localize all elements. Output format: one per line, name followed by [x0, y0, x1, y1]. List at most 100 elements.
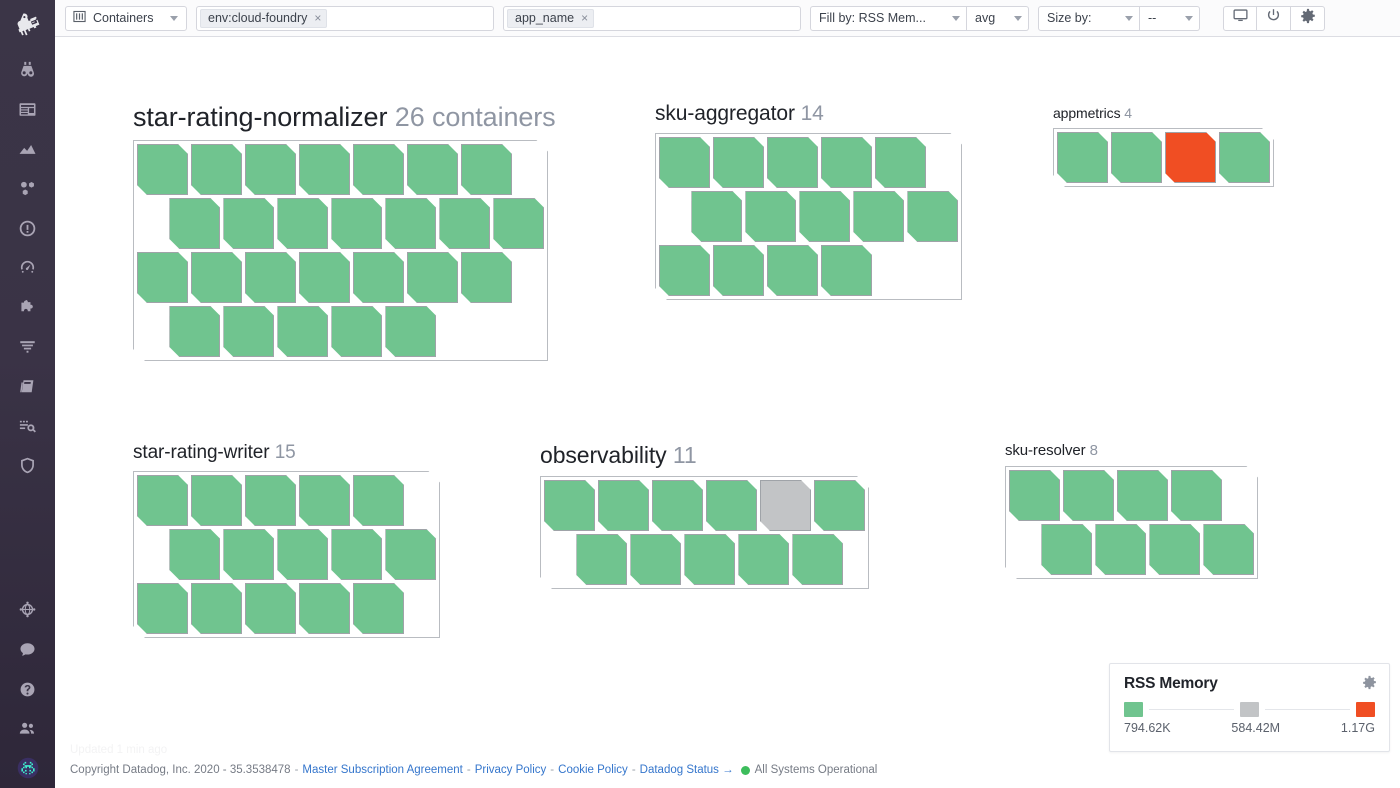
container-tile[interactable]: [907, 191, 958, 242]
chevron-down-icon[interactable]: [170, 15, 178, 21]
container-tile[interactable]: [1009, 470, 1060, 521]
container-tile[interactable]: [713, 137, 764, 188]
container-tile[interactable]: [439, 198, 490, 249]
container-tile[interactable]: [299, 475, 350, 526]
container-tile[interactable]: [1149, 524, 1200, 575]
chevron-down-icon[interactable]: [952, 15, 960, 21]
container-tile[interactable]: [137, 475, 188, 526]
container-tile[interactable]: [299, 252, 350, 303]
container-tile[interactable]: [1219, 132, 1270, 183]
container-tile[interactable]: [493, 198, 544, 249]
container-tile[interactable]: [792, 534, 843, 585]
container-tile[interactable]: [385, 529, 436, 580]
container-tile[interactable]: [245, 144, 296, 195]
container-tile[interactable]: [799, 191, 850, 242]
sidebar-item-support-chat[interactable]: [0, 630, 55, 670]
sidebar-item-security[interactable]: [0, 446, 55, 486]
link-privacy-policy[interactable]: Privacy Policy: [474, 764, 547, 776]
link-cookie-policy[interactable]: Cookie Policy: [558, 764, 628, 776]
container-tile[interactable]: [353, 144, 404, 195]
container-tile[interactable]: [385, 306, 436, 357]
fill-by-selector[interactable]: Fill by: RSS Mem...: [810, 5, 967, 31]
container-tile[interactable]: [706, 480, 757, 531]
container-tile[interactable]: [223, 198, 274, 249]
container-tile[interactable]: [277, 198, 328, 249]
container-tile[interactable]: [1203, 524, 1254, 575]
container-tile[interactable]: [223, 306, 274, 357]
close-icon[interactable]: ×: [314, 11, 322, 25]
link-master-subscription-agreement[interactable]: Master Subscription Agreement: [302, 764, 463, 776]
container-tile[interactable]: [598, 480, 649, 531]
container-tile[interactable]: [169, 529, 220, 580]
container-tile[interactable]: [684, 534, 735, 585]
container-tile[interactable]: [1171, 470, 1222, 521]
close-icon[interactable]: ×: [581, 11, 589, 25]
container-tile[interactable]: [299, 583, 350, 634]
container-tile[interactable]: [331, 306, 382, 357]
container-tile[interactable]: [353, 583, 404, 634]
container-tile[interactable]: [191, 144, 242, 195]
container-tile[interactable]: [576, 534, 627, 585]
container-tile[interactable]: [659, 137, 710, 188]
container-tile[interactable]: [1111, 132, 1162, 183]
fullscreen-button[interactable]: [1223, 5, 1257, 31]
size-by-value-selector[interactable]: --: [1140, 5, 1200, 31]
container-tile[interactable]: [814, 480, 865, 531]
sidebar-item-metrics[interactable]: [0, 129, 55, 169]
chevron-down-icon[interactable]: [1185, 15, 1193, 21]
container-tile[interactable]: [691, 191, 742, 242]
container-tile[interactable]: [223, 529, 274, 580]
container-tile[interactable]: [461, 252, 512, 303]
container-tile[interactable]: [169, 306, 220, 357]
datadog-dog-logo[interactable]: [0, 0, 55, 50]
scope-selector[interactable]: Containers: [65, 5, 187, 31]
container-tile[interactable]: [745, 191, 796, 242]
container-tile[interactable]: [713, 245, 764, 296]
container-tile[interactable]: [385, 198, 436, 249]
sidebar-item-apm[interactable]: [0, 248, 55, 288]
container-tile[interactable]: [353, 252, 404, 303]
chevron-down-icon[interactable]: [1125, 15, 1133, 21]
container-tile[interactable]: [630, 534, 681, 585]
container-tile[interactable]: [407, 252, 458, 303]
sidebar-item-easter-egg[interactable]: [0, 748, 55, 788]
sidebar-item-notebooks[interactable]: [0, 367, 55, 407]
container-tile[interactable]: [245, 252, 296, 303]
container-tile[interactable]: [137, 252, 188, 303]
tag-pill-app[interactable]: app_name ×: [507, 8, 595, 28]
container-tile[interactable]: [245, 583, 296, 634]
sidebar-item-help[interactable]: [0, 669, 55, 709]
legend-gear-icon[interactable]: [1362, 675, 1377, 695]
container-tile[interactable]: [277, 306, 328, 357]
container-tile[interactable]: [191, 252, 242, 303]
container-tile[interactable]: [760, 480, 811, 531]
container-tile[interactable]: [652, 480, 703, 531]
container-tile[interactable]: [767, 245, 818, 296]
sidebar-item-team[interactable]: [0, 709, 55, 749]
env-filter-field[interactable]: env:cloud-foundry ×: [196, 5, 494, 31]
container-tile[interactable]: [767, 137, 818, 188]
container-tile[interactable]: [821, 137, 872, 188]
aggregation-selector[interactable]: avg: [967, 5, 1029, 31]
container-tile[interactable]: [1041, 524, 1092, 575]
container-tile[interactable]: [245, 475, 296, 526]
sidebar-item-infrastructure[interactable]: [0, 169, 55, 209]
container-tile[interactable]: [331, 198, 382, 249]
container-tile[interactable]: [659, 245, 710, 296]
app-name-filter-field[interactable]: app_name ×: [503, 5, 801, 31]
container-tile[interactable]: [853, 191, 904, 242]
container-tile[interactable]: [1095, 524, 1146, 575]
container-tile[interactable]: [277, 529, 328, 580]
container-tile[interactable]: [738, 534, 789, 585]
container-tile[interactable]: [191, 583, 242, 634]
tag-pill-env[interactable]: env:cloud-foundry ×: [200, 8, 328, 28]
container-tile[interactable]: [331, 529, 382, 580]
size-by-selector[interactable]: Size by:: [1038, 5, 1140, 31]
container-tile[interactable]: [137, 583, 188, 634]
container-tile[interactable]: [544, 480, 595, 531]
container-tile[interactable]: [1063, 470, 1114, 521]
container-tile[interactable]: [1165, 132, 1216, 183]
settings-button[interactable]: [1291, 5, 1325, 31]
container-tile[interactable]: [1117, 470, 1168, 521]
container-tile[interactable]: [407, 144, 458, 195]
